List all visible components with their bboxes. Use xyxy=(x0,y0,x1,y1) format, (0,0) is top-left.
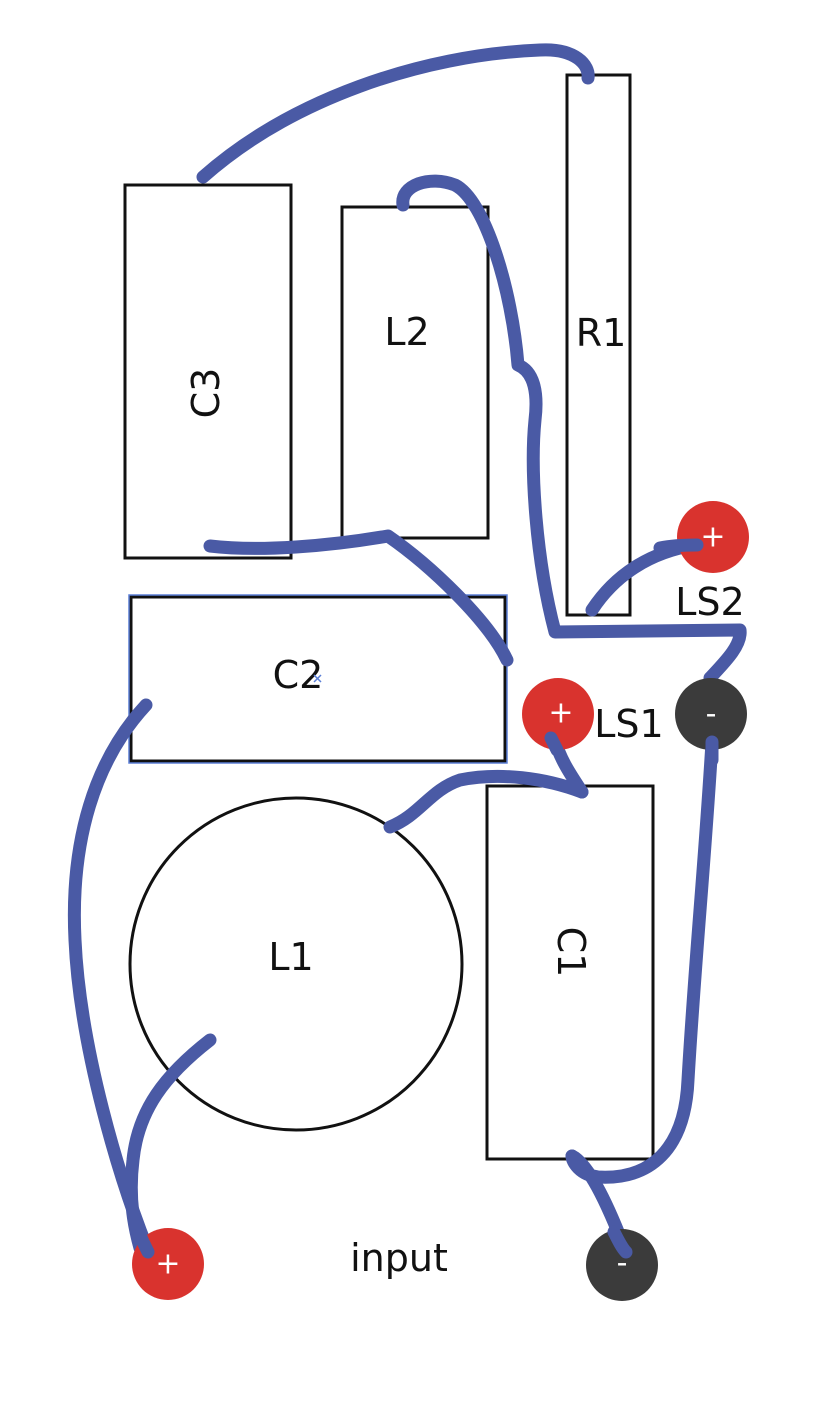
component-c3[interactable]: C3 xyxy=(123,183,293,560)
c2-selection-outline xyxy=(128,594,508,764)
wire-c3-to-r1[interactable] xyxy=(196,43,595,184)
wire-c2-to-input-plus[interactable] xyxy=(67,698,154,1255)
component-l2[interactable]: L2 xyxy=(340,205,490,540)
wire-input-plus-stub xyxy=(133,1228,155,1259)
wire-c3-to-l2-to-c2[interactable] xyxy=(203,529,514,667)
ls2-plus-dot xyxy=(677,501,749,573)
c3-label: C3 xyxy=(184,368,228,419)
c2-label: C2 xyxy=(273,653,324,697)
c1-label: C1 xyxy=(549,927,593,978)
ls2-minus-dot xyxy=(675,678,747,750)
input-minus-dot xyxy=(586,1229,658,1301)
r1-body xyxy=(565,73,632,617)
ls2-plus-sign: + xyxy=(700,520,725,555)
ls1-plus-sign: + xyxy=(548,696,573,731)
wire-l2-to-ls2-minus[interactable] xyxy=(396,174,747,685)
component-c2[interactable]: C2 xyxy=(128,594,508,764)
c2-center-marker xyxy=(313,674,322,683)
wire-ls2-plus-stub xyxy=(653,538,704,555)
component-c1[interactable]: C1 xyxy=(485,784,655,1161)
terminal-ls1-plus[interactable]: + xyxy=(522,678,594,750)
l1-label: L1 xyxy=(268,935,313,979)
l1-body xyxy=(128,796,464,1132)
c1-body xyxy=(485,784,655,1161)
terminal-ls2-minus[interactable]: - xyxy=(675,678,747,750)
component-l1[interactable]: L1 xyxy=(128,796,464,1132)
wire-ls1-plus-stub xyxy=(544,731,564,757)
wire-input-minus-stub xyxy=(607,1225,633,1259)
ls2-label: LS2 xyxy=(675,580,744,624)
terminal-input-minus[interactable]: - xyxy=(586,1229,658,1301)
wires xyxy=(67,43,747,1259)
wire-l1-to-input-plus[interactable] xyxy=(124,1033,217,1255)
ls2-minus-sign: - xyxy=(706,697,717,732)
terminal-ls2-plus[interactable]: + xyxy=(677,501,749,573)
input-minus-sign: - xyxy=(617,1246,628,1281)
input-label: input xyxy=(350,1236,448,1280)
c3-body xyxy=(123,183,293,560)
component-r1[interactable]: R1 xyxy=(565,73,632,617)
l2-body xyxy=(340,205,490,540)
ls1-label: LS1 xyxy=(594,702,663,746)
ls1-plus-dot xyxy=(522,678,594,750)
l2-label: L2 xyxy=(384,310,429,354)
r1-label: R1 xyxy=(576,311,627,355)
input-plus-sign: + xyxy=(155,1247,180,1282)
wire-l1-to-c1[interactable] xyxy=(383,769,589,834)
